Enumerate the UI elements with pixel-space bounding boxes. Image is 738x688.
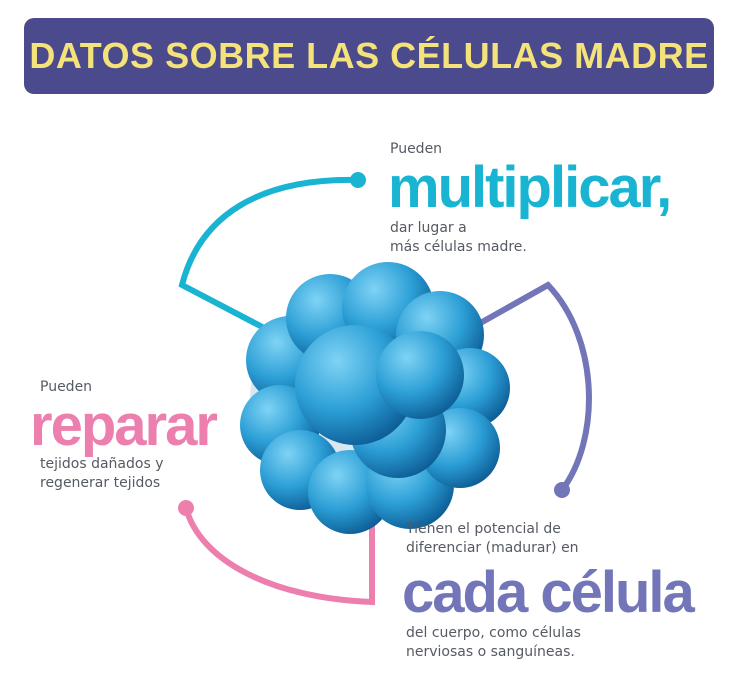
multiply-headline: multiplicar, — [388, 155, 672, 220]
stem-cell-illustration — [240, 262, 510, 534]
multiply-intro: Pueden — [390, 141, 443, 157]
connector-cell — [465, 281, 592, 498]
differentiate-headline: cada célula — [402, 560, 695, 625]
fact-repair: Pueden reparar tejidos dañados y regener… — [30, 378, 218, 493]
multiply-line-1: dar lugar a — [390, 220, 467, 236]
page-title: DATOS SOBRE LAS CÉLULAS MADRE — [29, 35, 709, 76]
differentiate-line-1: del cuerpo, como células — [406, 625, 581, 641]
multiply-line-2: más células madre. — [390, 239, 527, 255]
connector-cell-dot — [554, 482, 570, 498]
repair-line-1: tejidos dañados y — [40, 456, 164, 472]
differentiate-intro-2: diferenciar (madurar) en — [406, 540, 579, 556]
title-banner: DATOS SOBRE LAS CÉLULAS MADRE — [24, 18, 714, 94]
connector-repair — [178, 467, 375, 606]
connector-multiply-dot — [350, 172, 366, 188]
repair-line-2: regenerar tejidos — [40, 475, 161, 491]
fact-differentiate: Tienen el potencial de diferenciar (madu… — [402, 520, 695, 662]
differentiate-line-2: nerviosas o sanguíneas. — [406, 644, 575, 660]
repair-headline: reparar — [30, 393, 218, 458]
repair-intro: Pueden — [40, 379, 93, 395]
differentiate-intro-1: Tienen el potencial de — [406, 521, 561, 537]
connector-repair-dot — [178, 500, 194, 516]
fact-multiply: Pueden multiplicar, dar lugar a más célu… — [388, 140, 672, 257]
connector-multiply — [178, 172, 366, 333]
